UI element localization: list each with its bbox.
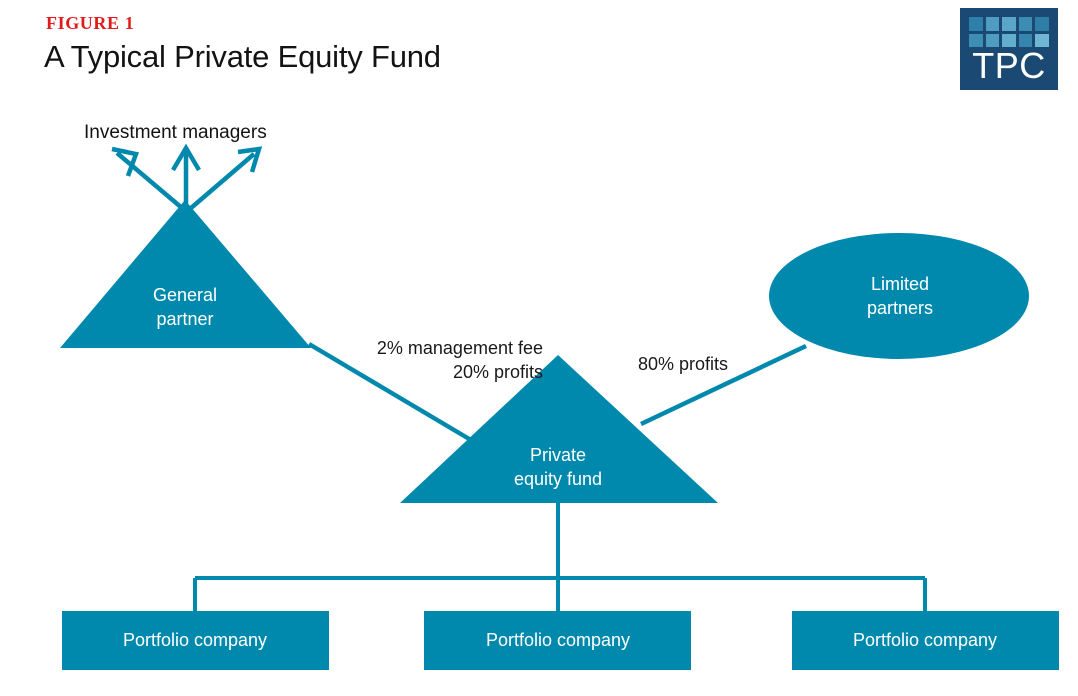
label-private-equity-fund: Private equity fund [513,445,603,490]
logo-grid-icon [969,17,1049,47]
shape-limited-partners-ellipse [769,233,1029,359]
logo-cell [1018,33,1033,47]
logo-cell [969,33,983,47]
label-portfolio-company-1: Portfolio company [122,630,268,650]
shape-private-equity-fund-triangle [400,355,718,503]
logo-wordmark: TPC [972,45,1046,86]
label-gp-management-fee: 2% management fee 20% profits [376,338,543,383]
logo-cell [985,17,1000,31]
label-limited-partners: Limited partners [866,274,934,319]
edge-lp-to-fund [640,343,807,427]
logo-cell [985,33,1000,47]
logo-cell [1035,33,1049,47]
arrow-to-investment-managers-center [171,143,201,208]
logo-cell [1035,17,1049,31]
label-portfolio-company-2: Portfolio company [485,630,631,650]
label-general-partner: General partner [152,285,218,330]
shape-portfolio-company-1 [62,611,329,670]
arrow-to-investment-managers-right [189,146,263,210]
shape-portfolio-company-2 [424,611,691,670]
label-investment-managers: Investment managers [84,122,267,143]
tpc-logo: TPC [960,8,1058,90]
logo-cell [1002,33,1016,47]
figure-title: A Typical Private Equity Fund [44,39,441,74]
logo-cell [1002,17,1016,31]
shape-general-partner-triangle [60,200,311,348]
edge-gp-to-fund [307,342,478,445]
arrow-to-investment-managers-left [111,146,184,210]
logo-cell [969,17,983,31]
label-portfolio-company-3: Portfolio company [852,630,998,650]
figure-number-label: FIGURE 1 [46,13,135,33]
shape-portfolio-company-3 [792,611,1059,670]
logo-cell [1018,17,1033,31]
label-lp-profits: 80% profits [638,354,729,374]
